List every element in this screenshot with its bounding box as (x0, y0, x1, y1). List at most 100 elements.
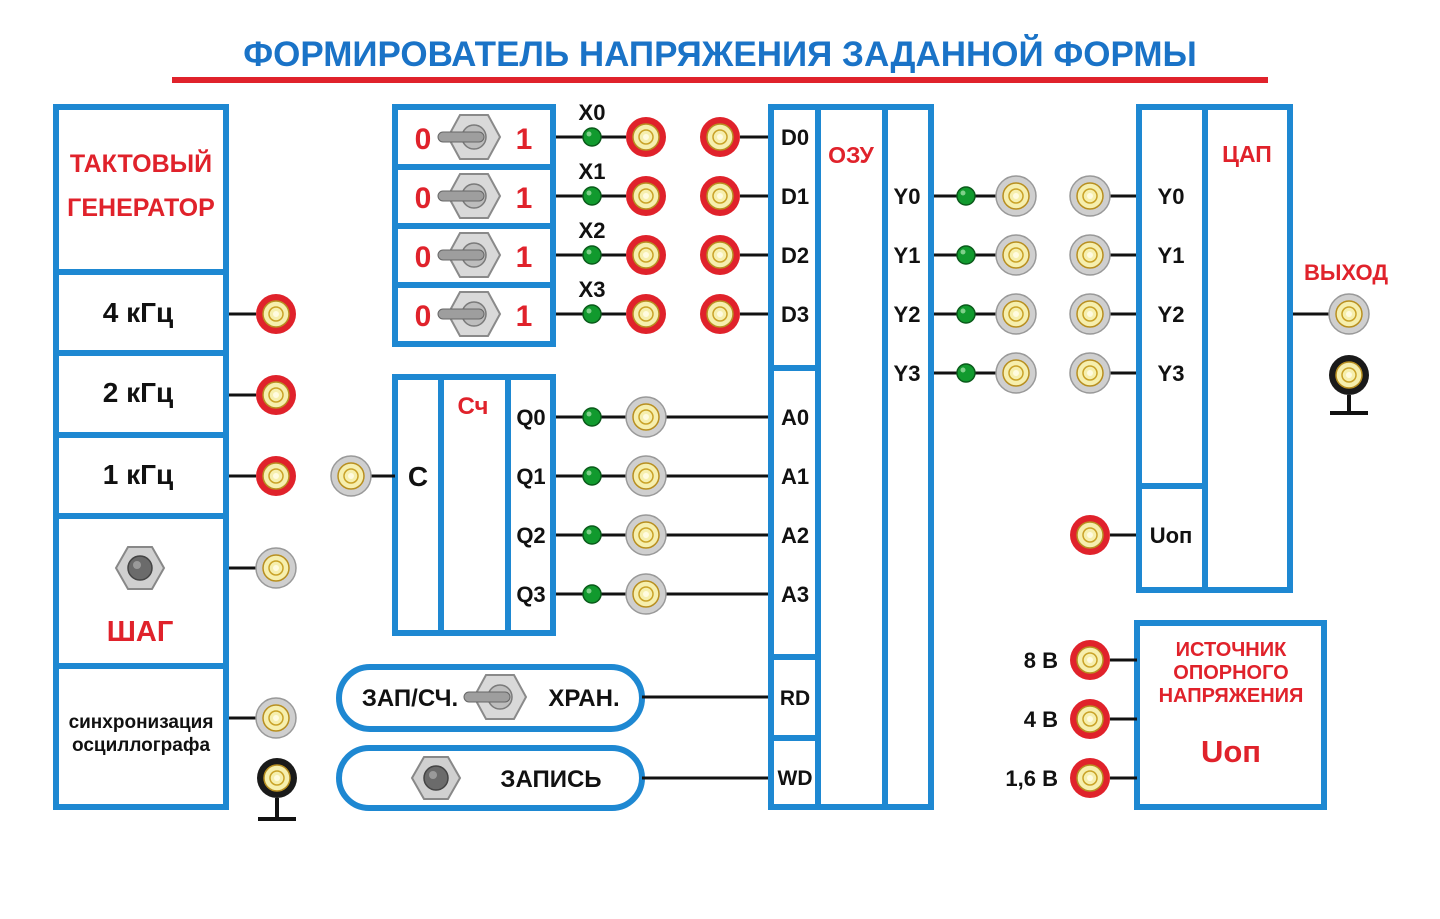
dac-block (1136, 104, 1293, 593)
toggle-switch-x2[interactable] (437, 232, 501, 278)
led-x3 (582, 304, 602, 324)
jack-dac-y0[interactable] (1069, 175, 1111, 217)
ram-label: ОЗУ (828, 142, 874, 168)
d0-label: D0 (781, 125, 809, 150)
led-x1 (582, 186, 602, 206)
voltage-8v-label: 8 В (1024, 648, 1058, 673)
led-y3 (956, 363, 976, 383)
jack-ram-y1[interactable] (995, 234, 1037, 276)
ram-block (768, 104, 934, 810)
jack-1khz[interactable] (255, 455, 297, 497)
voltage-4v-label: 4 В (1024, 707, 1058, 732)
jack-dac-y3[interactable] (1069, 352, 1111, 394)
freq-1khz-label: 1 кГц (103, 459, 173, 490)
switch-block (392, 104, 556, 347)
freq-2khz-label: 2 кГц (103, 377, 173, 408)
jack-d0[interactable] (699, 116, 741, 158)
counter-clock-label: С (408, 461, 428, 492)
sync-label-line1: синхронизация (69, 712, 214, 733)
rd-label: RD (780, 687, 810, 710)
q1-label: Q1 (516, 464, 545, 489)
reference-source-block (1134, 620, 1327, 810)
jack-4khz[interactable] (255, 293, 297, 335)
page-title: ФОРМИРОВАТЕЛЬ НАПРЯЖЕНИЯ ЗАДАННОЙ ФОРМЫ (243, 34, 1197, 74)
mode-write-count-label: ЗАП/СЧ. (362, 685, 458, 712)
jack-ram-y3[interactable] (995, 352, 1037, 394)
dac-label: ЦАП (1222, 141, 1272, 167)
q2-label: Q2 (516, 523, 545, 548)
a0-label: A0 (781, 405, 809, 430)
step-button[interactable] (115, 546, 165, 590)
jack-counter-clock[interactable] (330, 455, 372, 497)
jack-x1[interactable] (625, 175, 667, 217)
switch-zero-label: 0 (415, 300, 432, 333)
ram-y3-label: Y3 (894, 361, 921, 386)
toggle-switch-x0[interactable] (437, 114, 501, 160)
ram-output-wires (934, 194, 997, 375)
jack-ref-1-6v[interactable] (1069, 757, 1111, 799)
jack-d2[interactable] (699, 234, 741, 276)
d2-label: D2 (781, 243, 809, 268)
x1-label: X1 (579, 159, 606, 184)
a2-label: A2 (781, 523, 809, 548)
jack-x0[interactable] (625, 116, 667, 158)
jack-d1[interactable] (699, 175, 741, 217)
jack-step[interactable] (255, 547, 297, 589)
d-input-wires (740, 135, 771, 316)
x0-label: X0 (579, 100, 606, 125)
jack-ram-y2[interactable] (995, 293, 1037, 335)
jack-dac-y1[interactable] (1069, 234, 1111, 276)
toggle-switch-x3[interactable] (437, 291, 501, 337)
toggle-switch-x1[interactable] (437, 173, 501, 219)
switch-one-label: 1 (516, 300, 533, 333)
step-label: ШАГ (107, 616, 174, 648)
led-q0 (582, 407, 602, 427)
q3-label: Q3 (516, 582, 545, 607)
jack-ref-8v[interactable] (1069, 639, 1111, 681)
jack-q0[interactable] (625, 396, 667, 438)
led-q3 (582, 584, 602, 604)
jack-dac-uref[interactable] (1069, 514, 1111, 556)
switch-one-label: 1 (516, 123, 533, 156)
ram-y0-label: Y0 (894, 184, 921, 209)
ram-y2-label: Y2 (894, 302, 921, 327)
jack-2khz[interactable] (255, 374, 297, 416)
jack-x3[interactable] (625, 293, 667, 335)
switch-row-0: 0 1 (415, 114, 533, 160)
ground-symbol-left (258, 798, 296, 821)
d3-label: D3 (781, 302, 809, 327)
reference-wires (1110, 658, 1137, 780)
jack-d3[interactable] (699, 293, 741, 335)
led-x0 (582, 127, 602, 147)
jack-q3[interactable] (625, 573, 667, 615)
ground-jack-left[interactable] (256, 757, 298, 799)
mode-toggle-switch[interactable] (463, 674, 527, 720)
jack-sync[interactable] (255, 697, 297, 739)
write-button-label: ЗАПИСЬ (500, 766, 601, 793)
generator-wires (229, 312, 256, 720)
dac-uref-label: Uоп (1150, 523, 1193, 548)
jack-dac-y2[interactable] (1069, 293, 1111, 335)
jack-output[interactable] (1328, 293, 1370, 335)
ground-jack-right[interactable] (1328, 354, 1370, 396)
switch-zero-label: 0 (415, 123, 432, 156)
generator-title-line1: ТАКТОВЫЙ (70, 148, 212, 178)
switch-row-3: 0 1 (415, 291, 533, 337)
jack-x2[interactable] (625, 234, 667, 276)
jack-q2[interactable] (625, 514, 667, 556)
switch-row-1: 0 1 (415, 173, 532, 219)
jack-q1[interactable] (625, 455, 667, 497)
reference-title-line3: НАПРЯЖЕНИЯ (1159, 685, 1304, 707)
write-button[interactable] (411, 756, 461, 800)
reference-title-line1: ИСТОЧНИК (1176, 639, 1287, 661)
counter-label: Сч (458, 393, 489, 420)
clock-generator-block (53, 104, 229, 810)
jack-ram-y0[interactable] (995, 175, 1037, 217)
dac-y3-label: Y3 (1158, 361, 1185, 386)
a1-label: A1 (781, 464, 809, 489)
generator-title-line2: ГЕНЕРАТОР (67, 194, 215, 222)
jack-ref-4v[interactable] (1069, 698, 1111, 740)
wd-label: WD (778, 767, 813, 790)
address-wires (556, 415, 771, 596)
